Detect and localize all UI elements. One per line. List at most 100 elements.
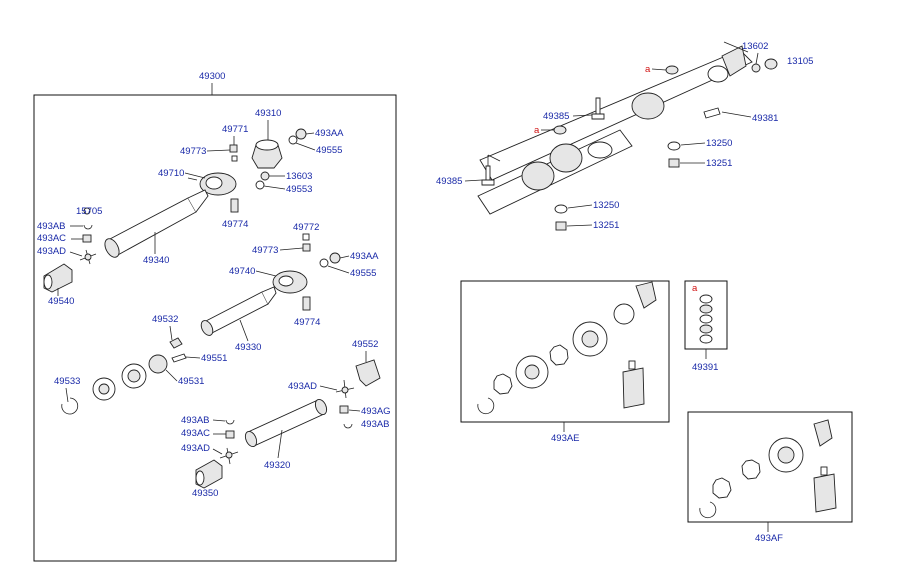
label-49540[interactable]: 49540: [48, 296, 74, 307]
label-49774b[interactable]: 49774: [294, 317, 320, 328]
snap-ring-493ABc: [225, 419, 235, 425]
washer-stack-49391: [699, 294, 713, 344]
label-49320[interactable]: 49320: [264, 460, 290, 471]
label-49555b[interactable]: 49555: [350, 268, 376, 279]
bearing-cup-493ACb: [225, 430, 235, 439]
label-49553[interactable]: 49553: [286, 184, 312, 195]
label-49772[interactable]: 49772: [293, 222, 319, 233]
label-493ADb[interactable]: 493AD: [288, 381, 317, 392]
label-49774a[interactable]: 49774: [222, 219, 248, 230]
nut-13603: [260, 171, 270, 181]
label-13603[interactable]: 13603: [286, 171, 312, 182]
label-49340[interactable]: 49340: [143, 255, 169, 266]
bolt-49381: [703, 107, 721, 119]
label-493ADa[interactable]: 493AD: [37, 246, 66, 257]
label-49385a[interactable]: 49385: [543, 111, 569, 122]
label-49391[interactable]: 49391: [692, 362, 718, 373]
label-49710[interactable]: 49710: [158, 168, 184, 179]
washer-49555a: [288, 135, 298, 145]
nut-13251b: [555, 221, 567, 231]
label-49551[interactable]: 49551: [201, 353, 227, 364]
washer-49555b: [319, 258, 329, 268]
label-15705[interactable]: 15705: [76, 206, 102, 217]
label-49531[interactable]: 49531: [178, 376, 204, 387]
label-13251b[interactable]: 13251: [593, 220, 619, 231]
flange-yoke-49310: [251, 139, 283, 169]
spider-493ADb: [335, 379, 355, 399]
bolt-493AAb: [329, 252, 341, 264]
label-493ABb[interactable]: 493AB: [361, 419, 390, 430]
mark-a1: a: [645, 64, 651, 75]
washer-49553: [255, 180, 265, 190]
label-49773a[interactable]: 49773: [180, 146, 206, 157]
label-49381[interactable]: 49381: [752, 113, 778, 124]
label-493AF[interactable]: 493AF: [755, 533, 783, 544]
kit-frame-493AF: [687, 411, 853, 523]
label-49552[interactable]: 49552: [352, 339, 378, 350]
label-13250a[interactable]: 13250: [706, 138, 732, 149]
label-493AG[interactable]: 493AG: [361, 406, 391, 417]
propeller-shaft-49340: [104, 189, 209, 258]
label-49350[interactable]: 49350: [192, 488, 218, 499]
cv-joint-kit-493AF: [699, 419, 837, 519]
nut-49773a: [229, 144, 238, 153]
label-49555a[interactable]: 49555: [316, 145, 342, 156]
grease-nipple-15705: [83, 207, 91, 215]
washer-a1: [665, 65, 679, 75]
bracket-49552: [355, 359, 381, 387]
washer-49772: [302, 233, 310, 241]
kit-frame-493AE: [460, 280, 670, 423]
assembled-shaft: [477, 45, 753, 215]
bearing-cup-493AG: [339, 405, 349, 414]
bush-13105: [764, 58, 778, 70]
label-13251a[interactable]: 13251: [706, 158, 732, 169]
label-493AAa[interactable]: 493AA: [315, 128, 344, 139]
label-49533[interactable]: 49533: [54, 376, 80, 387]
nut-13251a: [668, 158, 680, 168]
propeller-shaft-49330: [200, 286, 277, 336]
label-49300[interactable]: 49300: [199, 71, 225, 82]
bearing-cup-493ACa: [82, 234, 92, 243]
label-13250b[interactable]: 13250: [593, 200, 619, 211]
assembly-frame-49300: [33, 94, 397, 562]
washer-49771: [231, 155, 238, 162]
bolt-49385a: [591, 97, 605, 120]
label-13602[interactable]: 13602: [742, 41, 768, 52]
snap-ring-493ABa: [83, 224, 93, 230]
label-49330[interactable]: 49330: [235, 342, 261, 353]
cv-joint-49531: [92, 354, 168, 401]
nut-49773b: [302, 243, 311, 252]
label-13105[interactable]: 13105: [787, 56, 813, 67]
label-493AE[interactable]: 493AE: [551, 433, 580, 444]
label-493AAb[interactable]: 493AA: [350, 251, 379, 262]
bolt-49774a: [230, 198, 239, 213]
label-493ABa[interactable]: 493AB: [37, 221, 66, 232]
spider-493ADc: [219, 447, 239, 465]
label-49773b[interactable]: 49773: [252, 245, 278, 256]
slip-yoke-49540: [43, 263, 73, 293]
washer-13250a: [667, 141, 681, 151]
label-49310[interactable]: 49310: [255, 108, 281, 119]
washer-a2: [553, 125, 567, 135]
center-bearing-49740: [272, 270, 308, 294]
label-493ADc[interactable]: 493AD: [181, 443, 210, 454]
mark-a3: a: [692, 283, 698, 294]
label-49385b[interactable]: 49385: [436, 176, 462, 187]
bolt-49774b: [302, 296, 311, 311]
label-493ACb[interactable]: 493AC: [181, 428, 210, 439]
bolt-49385b: [481, 165, 495, 186]
mark-a2: a: [534, 125, 540, 136]
label-49740[interactable]: 49740: [229, 266, 255, 277]
label-493ACa[interactable]: 493AC: [37, 233, 66, 244]
label-49771[interactable]: 49771: [222, 124, 248, 135]
spider-493ADa: [79, 249, 97, 265]
label-49532[interactable]: 49532: [152, 314, 178, 325]
cv-joint-kit-493AE: [477, 281, 657, 415]
label-493ABc[interactable]: 493AB: [181, 415, 210, 426]
center-bearing-49710: [187, 172, 237, 196]
propeller-shaft-49320: [244, 398, 328, 448]
snap-ring-49533: [61, 397, 79, 415]
slip-yoke-49350: [195, 459, 223, 489]
